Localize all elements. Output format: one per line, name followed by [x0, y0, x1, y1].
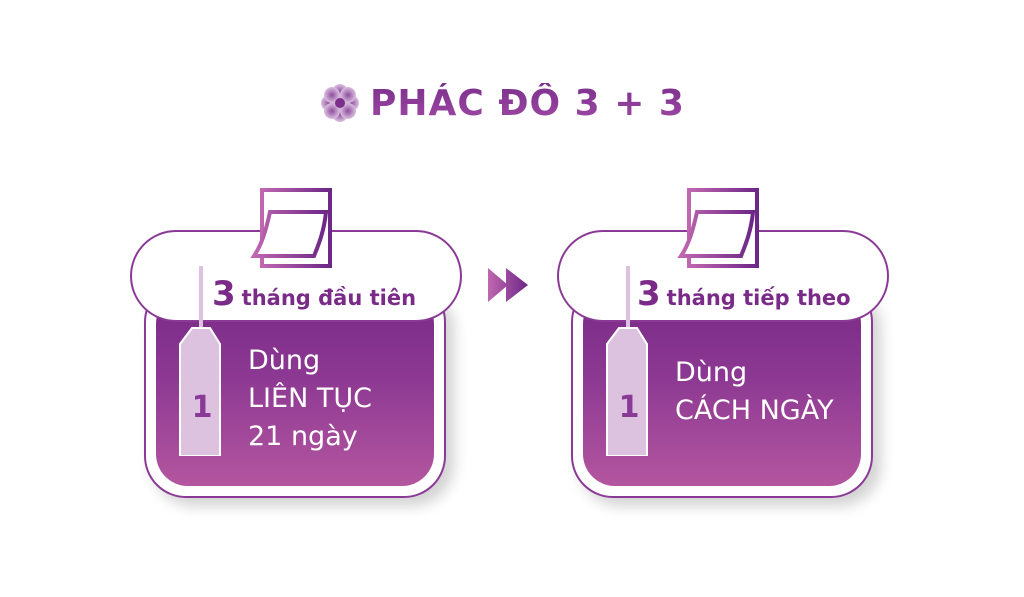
step-card-2: 1 3 tháng tiếp theo Dùng CÁCH NGÀY: [557, 182, 889, 500]
tube-number: 1: [191, 390, 213, 425]
step-card-1: 1 3 tháng đầu tiên Dùng LIÊN TỤC 21 ngày: [130, 182, 462, 500]
period-label: 3 tháng đầu tiên: [212, 274, 416, 314]
tube-icon: [179, 266, 221, 456]
tube-number: 1: [618, 390, 640, 425]
calendar-icon: [677, 182, 759, 268]
description-line: LIÊN TỤC: [248, 383, 372, 414]
title-text: PHÁC ĐỒ 3 + 3: [370, 82, 685, 124]
page-title: PHÁC ĐỒ 3 + 3: [320, 78, 685, 128]
period-label: 3 tháng tiếp theo: [637, 274, 851, 314]
step-description: Dùng CÁCH NGÀY: [675, 354, 834, 430]
period-text: tháng đầu tiên: [241, 286, 417, 310]
period-number: 3: [212, 274, 236, 314]
description-line: 21 ngày: [248, 421, 358, 452]
description-line: Dùng: [248, 345, 321, 376]
description-line: CÁCH NGÀY: [675, 395, 834, 426]
step-description: Dùng LIÊN TỤC 21 ngày: [248, 342, 372, 456]
calendar-icon: [250, 182, 332, 268]
fast-forward-icon: [488, 268, 528, 302]
period-number: 3: [637, 274, 661, 314]
period-text: tháng tiếp theo: [666, 286, 851, 310]
flower-icon: [321, 84, 359, 122]
tube-icon: [606, 266, 648, 456]
description-line: Dùng: [675, 357, 748, 388]
